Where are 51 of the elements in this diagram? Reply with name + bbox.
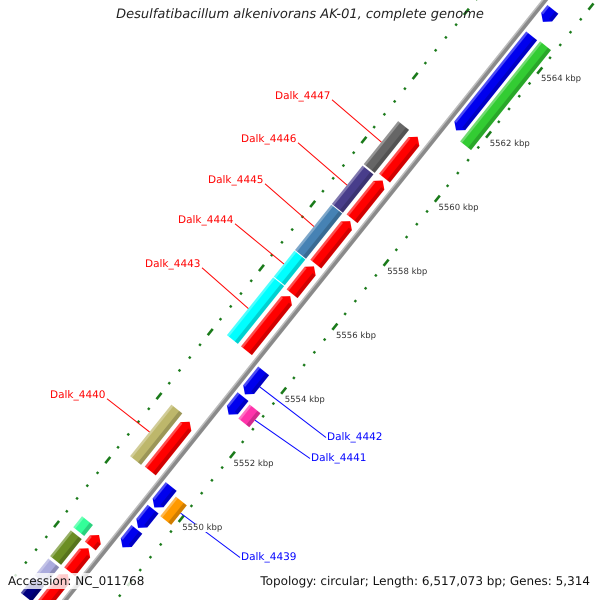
pointed-gene-block: [541, 4, 558, 22]
leader-line: [259, 386, 326, 438]
gene-label: Dalk_4439: [241, 551, 296, 564]
gene-block: [274, 250, 306, 286]
gene-label: Dalk_4440: [50, 389, 106, 402]
scale-label: 5554 kbp: [284, 396, 325, 404]
scale-label: 5560 kbp: [438, 204, 479, 212]
leader-line: [106, 398, 150, 432]
leader-line: [298, 142, 348, 186]
scale-label: 5550 kbp: [182, 524, 222, 532]
gene-label: Dalk_4442: [327, 431, 382, 444]
pointed-gene-block: [310, 221, 352, 268]
scale-label: 5556 kbp: [336, 332, 376, 340]
pointed-gene-block: [346, 180, 384, 224]
pointed-gene-block: [286, 266, 316, 298]
title: Desulfatibacillum alkenivorans AK-01, complete genome: [115, 8, 485, 21]
pointed-gene-block: [84, 535, 101, 550]
genome-info-text: Topology: circular; Length: 6,517,073 bp; Genes: 5,314: [258, 573, 592, 589]
gene-block: [332, 166, 374, 213]
leader-line: [202, 267, 249, 310]
pointed-gene-block: [241, 296, 292, 356]
pointed-gene-block: [226, 392, 248, 415]
gene-label: Dalk_4445: [208, 174, 264, 187]
gene-label: Dalk_4447: [275, 90, 330, 103]
pointed-gene-block: [152, 482, 177, 508]
pointed-gene-block: [120, 525, 142, 548]
leader-line: [264, 183, 314, 228]
pointed-gene-block: [379, 136, 420, 183]
gene-label: Dalk_4444: [178, 214, 234, 227]
gene-block: [160, 496, 187, 525]
scale-label: 5564 kbp: [540, 75, 582, 84]
gene-label: Dalk_4446: [241, 133, 296, 146]
pointed-gene-block: [144, 422, 192, 476]
gene-block: [238, 404, 261, 428]
scale-label: 5562 kbp: [490, 140, 530, 148]
pointed-gene-block: [454, 32, 538, 130]
leader-line: [234, 223, 284, 264]
gene-block: [50, 530, 82, 565]
gene-block: [364, 121, 410, 173]
pointed-gene-block: [136, 504, 159, 528]
gene-block: [226, 277, 284, 344]
scale-label: 5552 kbp: [233, 460, 274, 468]
gene-block: [295, 204, 342, 259]
gene-label: Dalk_4441: [311, 452, 366, 465]
pointed-gene-block: [243, 366, 270, 394]
scale-label: 5558 kbp: [387, 268, 428, 276]
gene-label: Dalk_4443: [145, 258, 200, 271]
gene-block: [130, 404, 182, 465]
gene-block: [73, 516, 93, 536]
leader-line: [332, 99, 382, 143]
leader-line: [254, 420, 310, 459]
